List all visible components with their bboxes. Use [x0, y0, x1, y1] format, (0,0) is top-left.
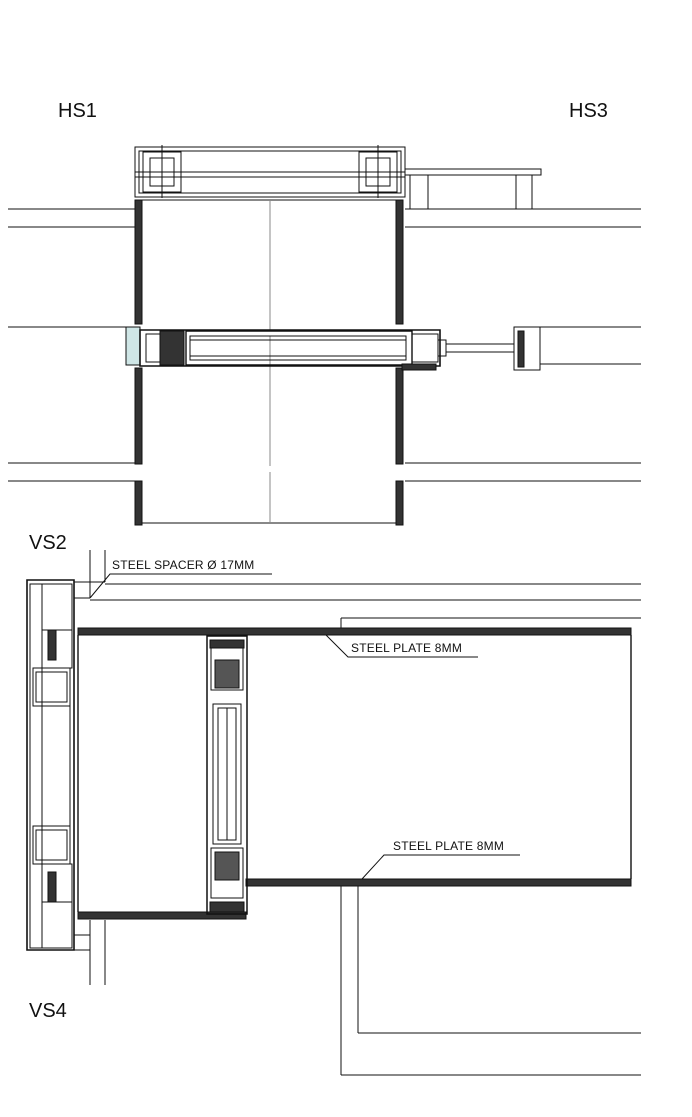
- vs-lower-slab: [341, 618, 641, 1075]
- section-label-vs4: VS4: [29, 1000, 67, 1022]
- vs-center-profile: [207, 636, 247, 914]
- hs-steel-plates: [135, 200, 403, 525]
- section-label-hs3: HS3: [569, 100, 608, 122]
- slab-lines: [8, 209, 641, 481]
- plate-bottom-leader: [362, 855, 520, 879]
- annotation-steel-plate-bottom: STEEL PLATE 8MM: [393, 839, 505, 853]
- top-bracket-assembly: [135, 145, 541, 209]
- vs-left-facade: [27, 580, 74, 950]
- horizontal-section: [8, 145, 641, 525]
- vs-spacer-lines: [74, 550, 641, 985]
- section-label-vs2: VS2: [29, 532, 67, 554]
- annotation-steel-spacer: STEEL SPACER Ø 17MM: [112, 558, 255, 572]
- plate-top-leader: [326, 635, 478, 657]
- hs-center-profile: [126, 327, 540, 370]
- spacer-leader: [90, 574, 272, 598]
- section-label-hs1: HS1: [58, 100, 97, 122]
- leader-lines: [90, 574, 520, 879]
- annotation-steel-plate-top: STEEL PLATE 8MM: [351, 641, 463, 655]
- vertical-section: [27, 550, 641, 1075]
- vs-steel-plates: [78, 628, 631, 919]
